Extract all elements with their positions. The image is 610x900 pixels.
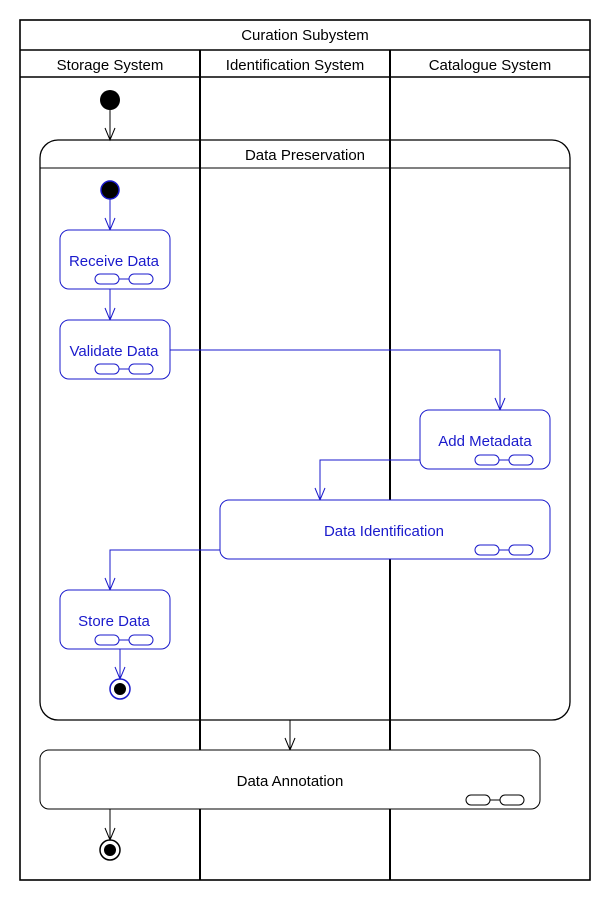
data-annotation-label: Data Annotation (237, 773, 344, 790)
validate-data-label: Validate Data (70, 343, 160, 360)
data-preservation-label: Data Preservation (245, 147, 365, 164)
data-preservation-region (39, 139, 571, 721)
action-validate-data[interactable]: Validate Data (59, 319, 171, 380)
lane-header-catalogue: Catalogue System (429, 57, 552, 74)
action-store-data[interactable]: Store Data (59, 589, 171, 650)
store-data-label: Store Data (78, 613, 150, 630)
lane-header-identification: Identification System (226, 57, 364, 74)
lane-header-storage: Storage System (57, 57, 164, 74)
inner-initial-node (100, 180, 120, 200)
inner-final-node (109, 678, 131, 700)
initial-node (100, 90, 120, 110)
action-data-identification[interactable]: Data Identification (219, 499, 551, 560)
action-receive-data[interactable]: Receive Data (59, 229, 171, 290)
action-add-metadata[interactable]: Add Metadata (419, 409, 551, 470)
add-metadata-label: Add Metadata (438, 433, 532, 450)
action-data-annotation[interactable]: Data Annotation (39, 749, 541, 810)
diagram-title: Curation Subystem (241, 27, 369, 44)
final-node (99, 839, 121, 861)
receive-data-label: Receive Data (69, 253, 160, 270)
data-identification-label: Data Identification (324, 523, 444, 540)
